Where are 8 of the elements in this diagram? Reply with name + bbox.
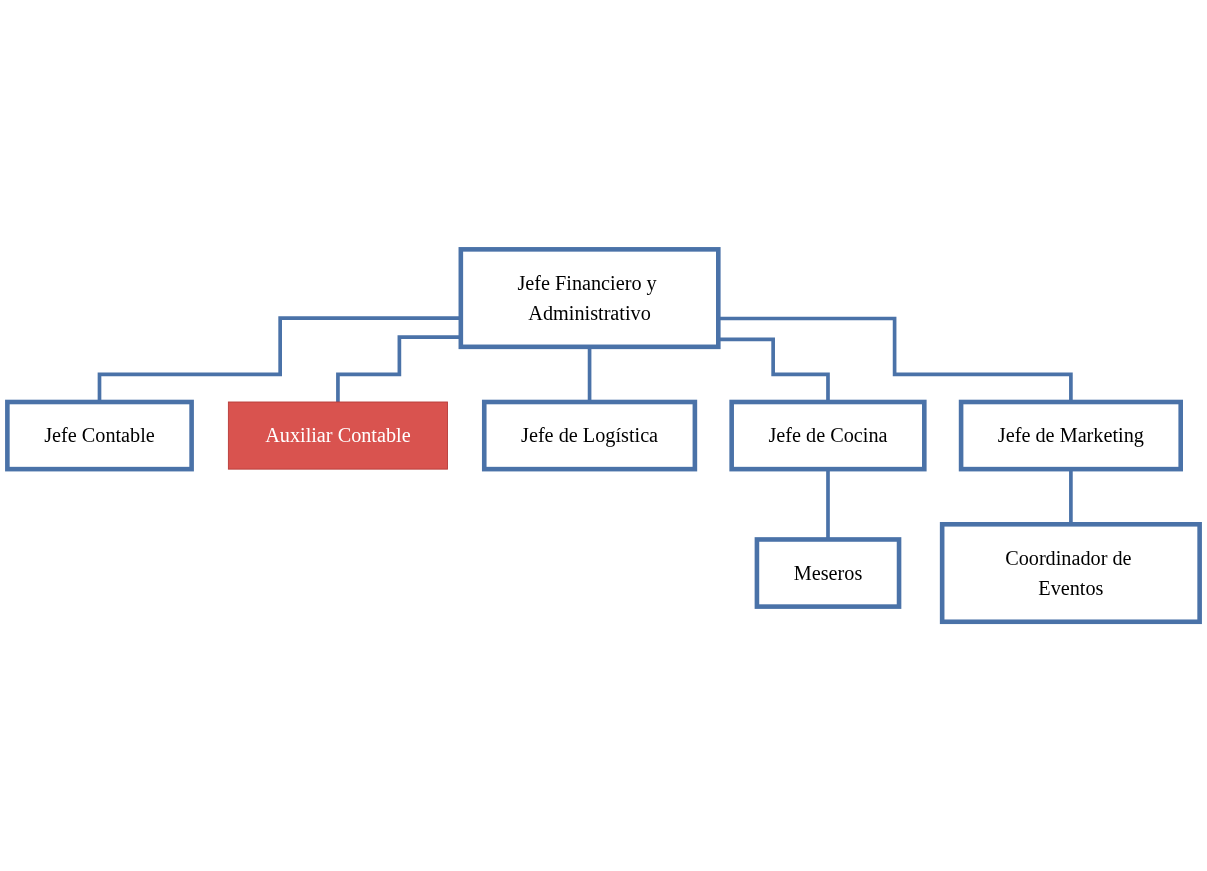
node-box: Jefe Contable bbox=[5, 399, 194, 472]
node-box: Jefe Financiero y Administrativo bbox=[458, 247, 721, 350]
node-box: Jefe de Marketing bbox=[958, 399, 1183, 472]
node-box: Meseros bbox=[754, 537, 902, 609]
node-box: Jefe de Cocina bbox=[729, 399, 927, 472]
node-box: Jefe de Logística bbox=[481, 399, 698, 472]
node-box: Auxiliar Contable bbox=[227, 401, 448, 470]
node-box: Coordinador de Eventos bbox=[939, 521, 1202, 624]
